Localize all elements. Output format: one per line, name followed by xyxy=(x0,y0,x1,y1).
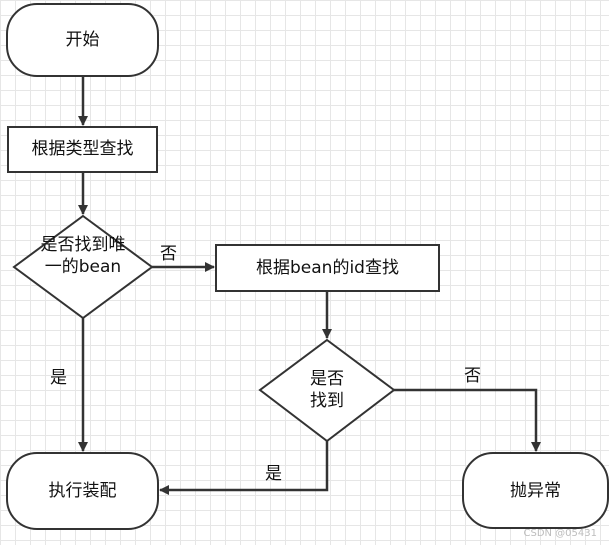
find-by-id-label: 根据bean的id查找 xyxy=(256,258,399,278)
edge-label-found-yes: 是 xyxy=(265,464,282,484)
edge-label-unique-no: 否 xyxy=(160,244,177,264)
find-by-id-node xyxy=(215,244,440,292)
assemble-node xyxy=(6,452,159,530)
edge-found-no-to-throw xyxy=(394,388,541,452)
assemble-label: 执行装配 xyxy=(48,481,117,501)
start-label: 开始 xyxy=(65,30,100,50)
throw-label: 抛异常 xyxy=(510,481,561,501)
found-label: 是否找到 xyxy=(310,369,344,411)
find-by-type-node xyxy=(7,126,158,173)
edge-found-yes-to-assemble xyxy=(159,441,329,495)
edge-label-unique-yes: 是 xyxy=(50,368,67,388)
find-by-type-label: 根据类型查找 xyxy=(31,139,134,159)
watermark: CSDN @05431 xyxy=(523,528,597,539)
found-unique-label: 是否找到唯一的bean xyxy=(40,235,126,277)
throw-node xyxy=(462,452,609,529)
edge-label-found-no: 否 xyxy=(464,366,481,386)
